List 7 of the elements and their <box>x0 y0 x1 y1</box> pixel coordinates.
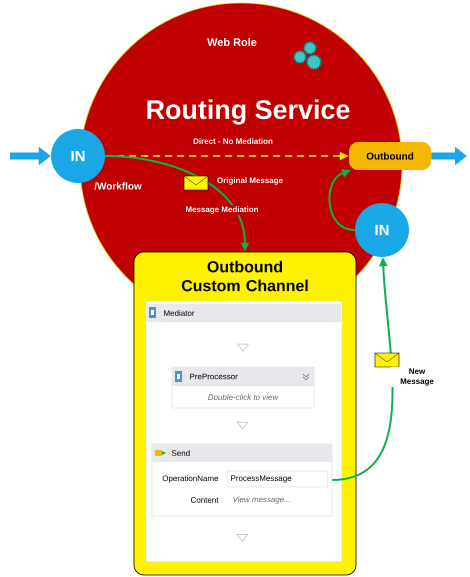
arrow <box>328 169 355 231</box>
service-title: Routing Service <box>147 99 350 125</box>
role-label: Web Role <box>207 38 256 46</box>
path-label: /Workflow <box>94 182 142 190</box>
flow-triangle <box>236 422 249 430</box>
panel-title: Outbound Custom Channel <box>182 260 308 292</box>
outbound-box: Outbound <box>349 142 431 170</box>
